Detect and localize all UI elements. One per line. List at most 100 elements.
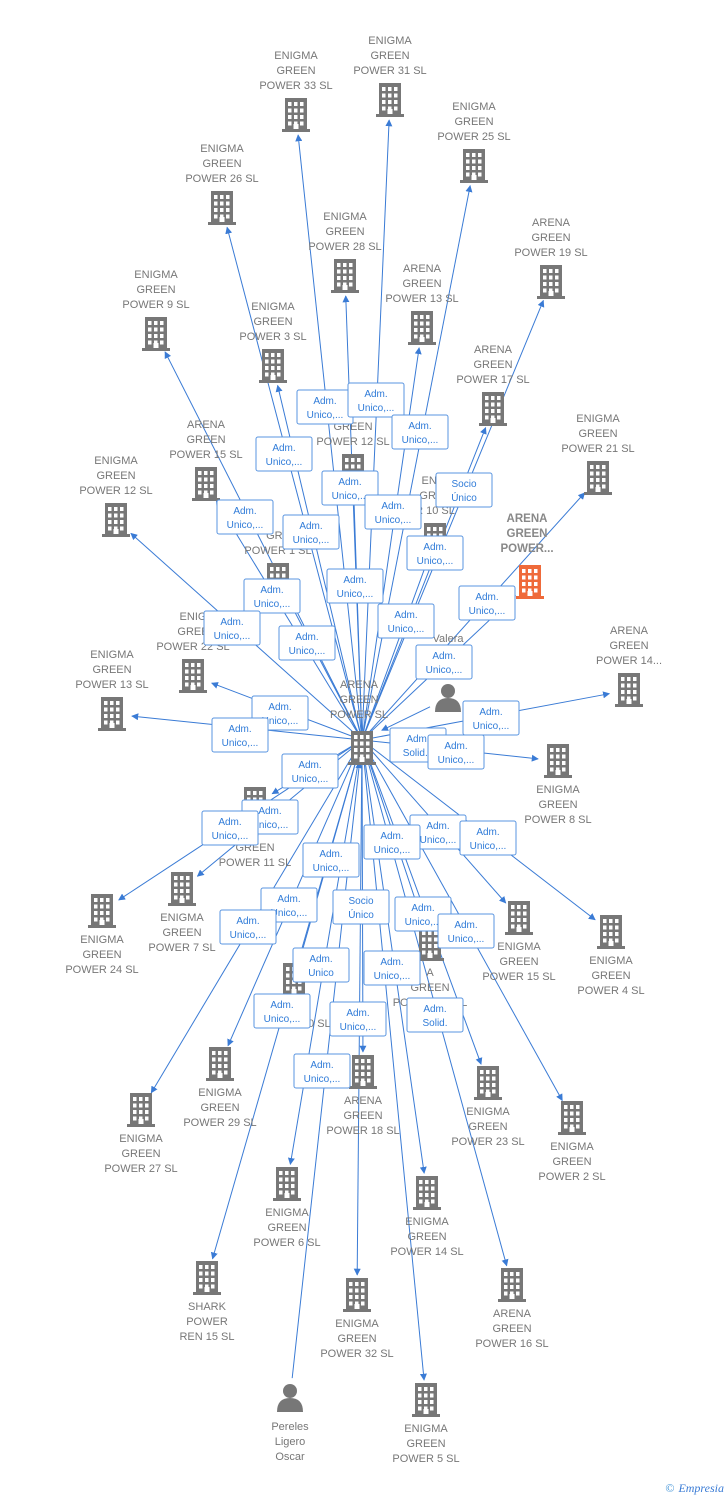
building-icon <box>142 317 170 351</box>
relation-label[interactable]: Adm.Unico,... <box>415 644 473 680</box>
relation-label[interactable]: Adm.Unico,... <box>462 700 520 736</box>
building-icon <box>179 659 207 693</box>
relation-label[interactable]: Adm.Unico,... <box>321 470 379 506</box>
relation-label-text: Adm. <box>380 957 403 968</box>
relation-label[interactable]: Adm.Unico,... <box>363 824 421 860</box>
relation-label[interactable]: Adm.Unico,... <box>347 382 405 418</box>
relation-label[interactable]: Adm.Unico,... <box>216 499 274 535</box>
relation-label[interactable]: Adm.Unico,... <box>278 625 336 661</box>
relation-label[interactable]: Adm.Unico,... <box>459 820 517 856</box>
label-line: GREEN <box>370 50 409 62</box>
label-line: GREEN <box>591 970 630 982</box>
building-icon <box>343 1278 371 1312</box>
relation-label[interactable]: Adm.Unico,... <box>255 436 313 472</box>
label-line: Valera <box>433 633 465 645</box>
relation-label[interactable]: Adm.Unico,... <box>201 810 259 846</box>
relation-label[interactable]: Adm.Unico,... <box>427 734 485 770</box>
relation-label[interactable]: Adm.Unico <box>292 947 350 983</box>
label-line: GREEN <box>82 949 121 961</box>
relation-label[interactable]: Adm.Unico,... <box>243 578 301 614</box>
label-line: ENIGMA <box>198 1087 242 1099</box>
relation-label[interactable]: Adm.Unico,... <box>293 1053 351 1089</box>
footer-brand[interactable]: ©Empresia <box>665 1481 724 1496</box>
label-line: POWER 14 SL <box>390 1246 463 1258</box>
relation-label[interactable]: Adm.Unico,... <box>296 389 354 425</box>
building-icon <box>259 349 287 383</box>
relation-label[interactable]: Adm.Unico,... <box>377 603 435 639</box>
label-line: ENIGMA <box>589 955 633 967</box>
relation-label[interactable]: Adm.Unico,... <box>203 610 261 646</box>
relation-label[interactable]: Adm.Unico,... <box>253 993 311 1029</box>
label-line: GREEN <box>406 1438 445 1450</box>
relation-label[interactable]: Adm.Unico,... <box>437 913 495 949</box>
label-line: POWER 23 SL <box>451 1136 524 1148</box>
label-line: GREEN <box>267 1222 306 1234</box>
label-line: POWER 13 SL <box>385 293 458 305</box>
relation-label[interactable]: Adm.Unico,... <box>219 909 277 945</box>
relation-label-text: Solid. <box>422 1018 447 1029</box>
relation-label[interactable]: Adm.Unico,... <box>281 753 339 789</box>
building-icon <box>168 872 196 906</box>
label-line: GREEN <box>468 1121 507 1133</box>
relation-label[interactable]: Adm.Unico,... <box>394 896 452 932</box>
label-line: GREEN <box>410 982 449 994</box>
relation-label-text: Unico,... <box>266 457 303 468</box>
relation-label[interactable]: Adm.Unico,... <box>282 514 340 550</box>
relation-label[interactable]: Adm.Unico,... <box>326 568 384 604</box>
relation-label[interactable]: Adm.Unico,... <box>391 414 449 450</box>
relation-label[interactable]: Adm.Unico,... <box>211 717 269 753</box>
relation-label[interactable]: Adm.Unico,... <box>302 842 360 878</box>
label-line: ENIG <box>180 611 207 623</box>
label-line: ENIGMA <box>497 941 541 953</box>
relation-label[interactable]: Adm.Unico,... <box>364 494 422 530</box>
relation-label[interactable]: Adm.Unico,... <box>363 950 421 986</box>
relation-label[interactable]: Adm.Solid. <box>406 997 464 1033</box>
relation-label-text: Adm. <box>310 1060 333 1071</box>
relation-label[interactable]: Adm.Unico,... <box>406 535 464 571</box>
relation-label-text: Unico,... <box>417 556 454 567</box>
relation-label[interactable]: Adm.Unico,... <box>458 585 516 621</box>
relation-label[interactable]: Adm.Unico,... <box>329 1001 387 1037</box>
